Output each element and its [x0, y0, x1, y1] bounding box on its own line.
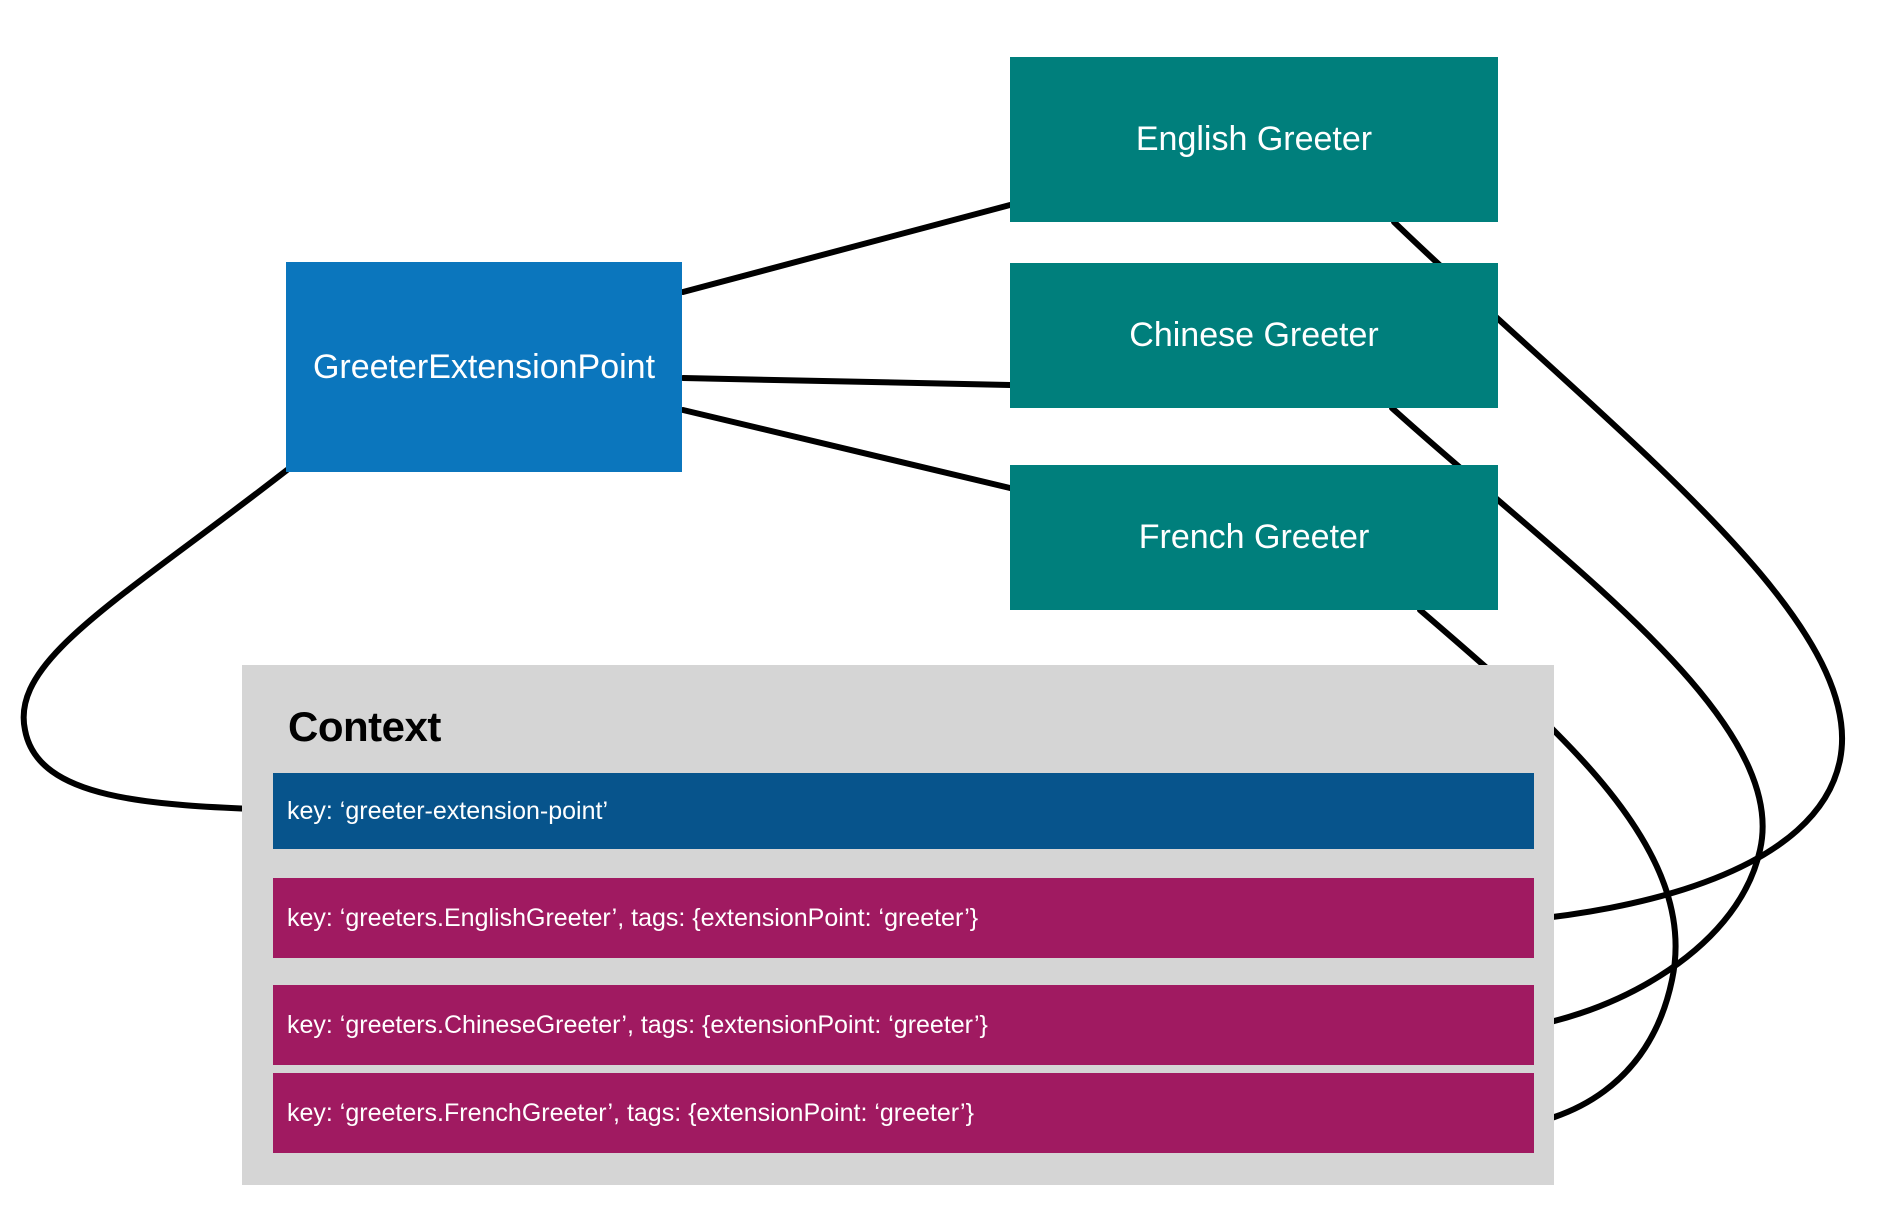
- node-label-english-greeter: English Greeter: [1135, 120, 1373, 158]
- context-row-chinese-greeter[interactable]: key: ‘greeters.ChineseGreeter’, tags: {e…: [273, 985, 1534, 1065]
- context-row-text: key: ‘greeters.FrenchGreeter’, tags: {ex…: [287, 1098, 974, 1127]
- node-label-chinese-greeter: Chinese Greeter: [1129, 316, 1379, 354]
- node-english-greeter[interactable]: English Greeter: [1010, 57, 1498, 222]
- node-label-extension-point: GreeterExtensionPoint: [312, 347, 656, 386]
- context-row-text: key: ‘greeters.ChineseGreeter’, tags: {e…: [287, 1010, 988, 1039]
- context-row-french-greeter[interactable]: key: ‘greeters.FrenchGreeter’, tags: {ex…: [273, 1073, 1534, 1153]
- node-chinese-greeter[interactable]: Chinese Greeter: [1010, 263, 1498, 408]
- context-row-text: key: ‘greeter-extension-point’: [287, 796, 608, 825]
- context-row-text: key: ‘greeters.EnglishGreeter’, tags: {e…: [287, 903, 979, 932]
- context-row-english-greeter[interactable]: key: ‘greeters.EnglishGreeter’, tags: {e…: [273, 878, 1534, 958]
- edge-extensionpoint-to-chinese-greeter: [680, 375, 1013, 388]
- context-row-greeter-extension-point[interactable]: key: ‘greeter-extension-point’: [273, 773, 1534, 849]
- context-panel-title: Context: [288, 703, 441, 750]
- edge-extensionpoint-to-english-greeter: [680, 202, 1013, 295]
- node-label-french-greeter: French Greeter: [1138, 518, 1370, 556]
- context-panel: Context key: ‘greeter-extension-point’ k…: [242, 665, 1554, 1185]
- node-french-greeter[interactable]: French Greeter: [1010, 465, 1498, 610]
- edge-extensionpoint-to-french-greeter: [680, 407, 1013, 491]
- node-greeter-extension-point[interactable]: GreeterExtensionPoint: [286, 262, 682, 472]
